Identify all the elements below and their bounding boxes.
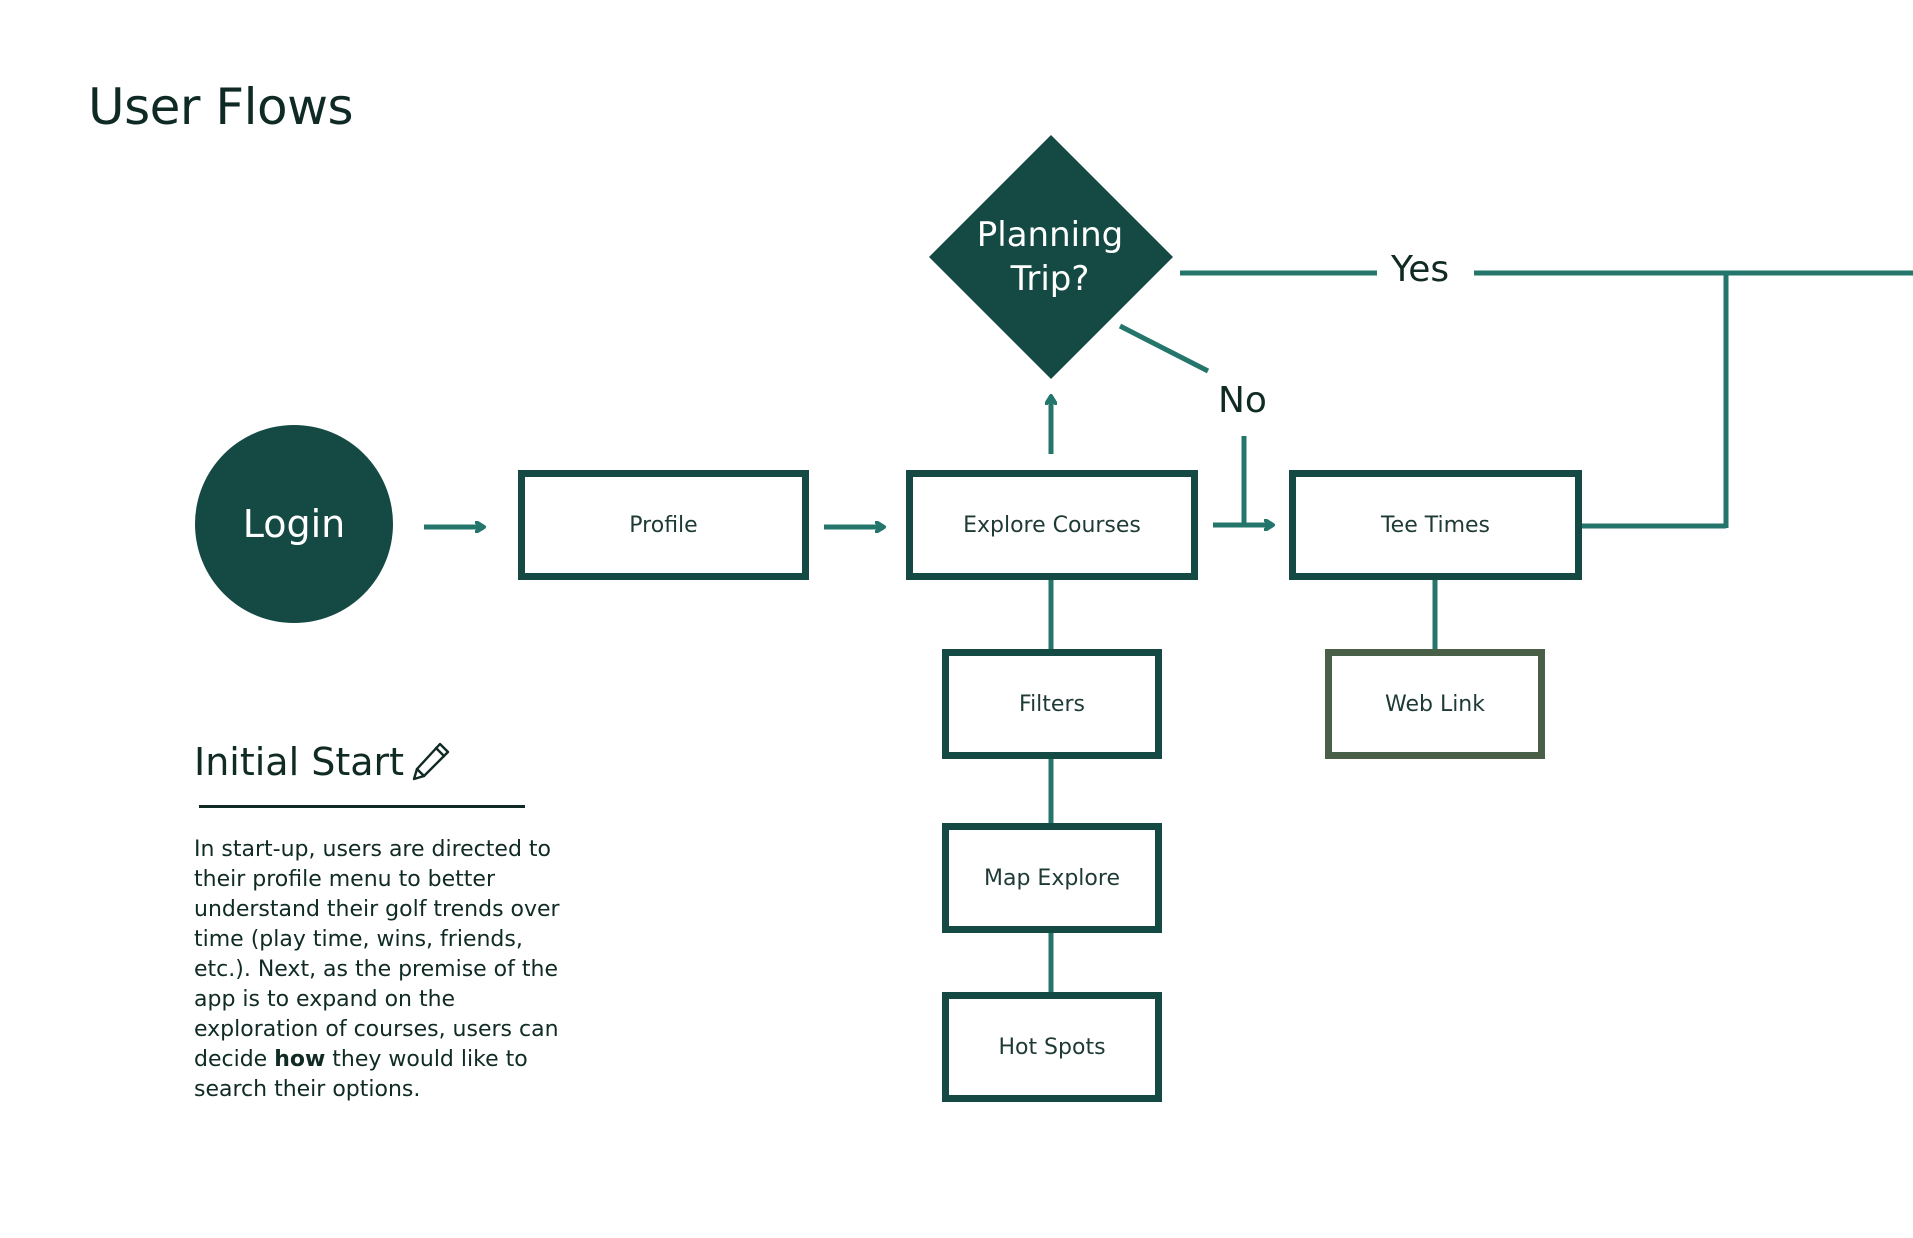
description-part-2: they would like to search their options. [194, 1047, 528, 1102]
no-branch-diagonal [1118, 323, 1210, 374]
decision-diamond [929, 135, 1173, 379]
map-explore-label: Map Explore [984, 865, 1120, 891]
profile-label: Profile [629, 512, 698, 538]
tee-times-node: Tee Times [1289, 470, 1582, 580]
login-label: Login [242, 502, 346, 546]
explore-courses-label: Explore Courses [963, 512, 1141, 538]
description-part-1: In start-up, users are directed to their… [194, 837, 560, 1072]
section-divider [199, 805, 525, 808]
explore-courses-node: Explore Courses [906, 470, 1198, 580]
description-emphasis: how [274, 1047, 326, 1072]
yes-label: Yes [1391, 249, 1450, 290]
decision-label-line2: Trip? [1010, 259, 1090, 299]
map-explore-node: Map Explore [942, 823, 1162, 933]
no-label: No [1218, 380, 1267, 421]
tee-times-label: Tee Times [1380, 512, 1491, 538]
profile-node: Profile [518, 470, 809, 580]
hot-spots-label: Hot Spots [998, 1034, 1106, 1060]
web-link-node: Web Link [1325, 649, 1545, 759]
decision-label: Planning Trip? [955, 213, 1145, 301]
hot-spots-node: Hot Spots [942, 992, 1162, 1102]
section-description: In start-up, users are directed to their… [194, 835, 584, 1105]
decision-label-line1: Planning [976, 215, 1124, 255]
section-heading: Initial Start [194, 740, 405, 784]
filters-node: Filters [942, 649, 1162, 759]
page-title: User Flows [88, 78, 354, 136]
web-link-label: Web Link [1384, 691, 1485, 717]
login-node: Login [195, 425, 393, 623]
pencil-icon [412, 742, 450, 781]
filters-label: Filters [1019, 691, 1085, 717]
